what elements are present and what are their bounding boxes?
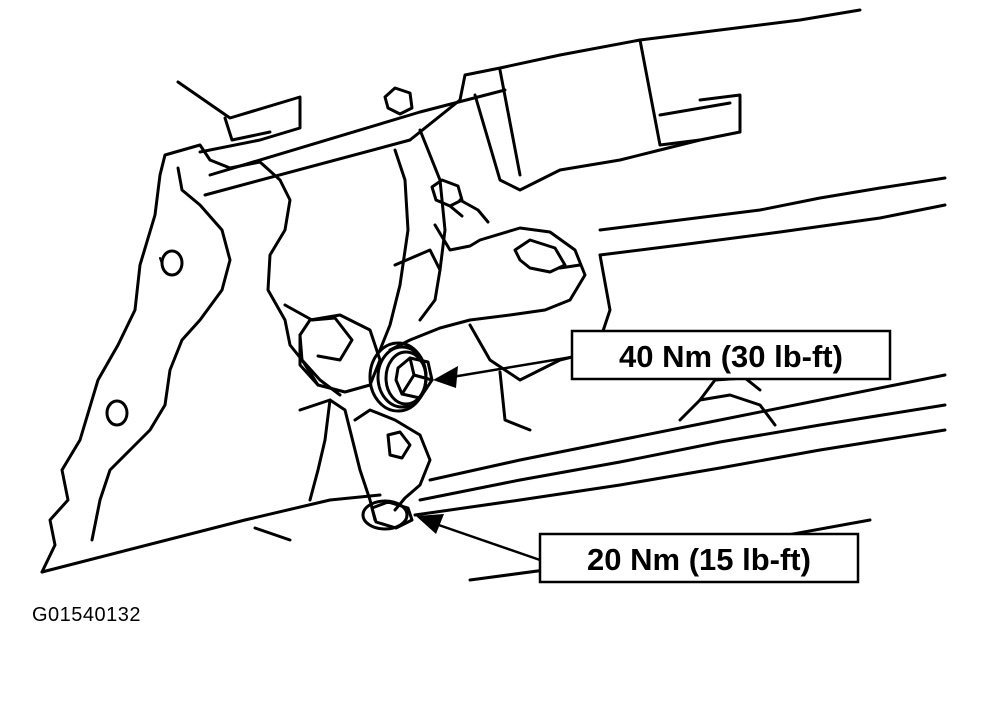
top-rail bbox=[176, 80, 302, 154]
bolt-head-hex-2 bbox=[400, 356, 434, 396]
right-upper-rail-2 bbox=[598, 203, 947, 257]
top-band-2 bbox=[203, 138, 412, 197]
flange-hole-upper bbox=[160, 249, 184, 277]
lower-rail-3 bbox=[413, 428, 947, 517]
inner-wall-2 bbox=[418, 128, 447, 272]
case-bottom-edge bbox=[40, 498, 332, 574]
shaft-boss-tab bbox=[283, 303, 354, 362]
lower-bracket bbox=[353, 408, 432, 512]
flange-hole-upper-shadow bbox=[159, 257, 165, 271]
upper-housing bbox=[408, 8, 862, 142]
pin-mid bbox=[430, 178, 464, 208]
case-flange-inner bbox=[90, 166, 232, 542]
rail-bump bbox=[678, 393, 777, 427]
figure-id: G01540132 bbox=[32, 604, 142, 626]
upper-housing-box bbox=[658, 101, 732, 147]
top-rail-2 bbox=[223, 116, 272, 142]
lower-rail-2 bbox=[418, 403, 947, 502]
flange-hole-lower bbox=[105, 399, 129, 427]
rail-bump-2 bbox=[698, 376, 762, 402]
mid-body-line-3 bbox=[598, 253, 612, 342]
callout-label-40nm: 40 Nm (30 lb-ft) bbox=[619, 339, 843, 374]
arrowhead-40nm bbox=[433, 366, 458, 388]
lever-arm bbox=[388, 223, 587, 352]
bolt-head-hex bbox=[394, 356, 434, 400]
lower-rail-4 bbox=[328, 493, 382, 502]
lower-bracket-slot bbox=[386, 430, 412, 460]
callout-box-20nm bbox=[538, 532, 860, 584]
small-bolt-head bbox=[370, 500, 414, 530]
inner-wall bbox=[378, 148, 410, 352]
pin-mid-shaft bbox=[448, 198, 490, 224]
leader-line-40nm bbox=[450, 355, 574, 379]
case-flange-outline bbox=[40, 143, 342, 574]
mid-body-line-2 bbox=[498, 370, 532, 432]
lower-bracket-edge bbox=[308, 398, 332, 502]
lever-arm-slot-line bbox=[558, 263, 582, 270]
shaft-boss-shade bbox=[298, 333, 320, 387]
lever-arm-slot bbox=[513, 238, 567, 274]
lower-rail-1 bbox=[428, 373, 947, 482]
small-bolt-washer bbox=[361, 499, 409, 531]
pin-top bbox=[383, 86, 414, 116]
lower-bracket-body bbox=[298, 398, 377, 522]
top-band bbox=[208, 88, 507, 177]
upper-housing-panel bbox=[498, 38, 742, 177]
arrowhead-20nm bbox=[416, 514, 444, 534]
shaft-boss bbox=[298, 313, 382, 394]
callout-box-40nm bbox=[570, 329, 892, 381]
right-upper-rail bbox=[598, 176, 947, 232]
lever-arm-edge bbox=[393, 248, 442, 322]
leader-line-20nm bbox=[428, 520, 542, 562]
case-bottom-edge-2 bbox=[253, 526, 292, 542]
callout-label-20nm: 20 Nm (15 lb-ft) bbox=[587, 542, 811, 577]
